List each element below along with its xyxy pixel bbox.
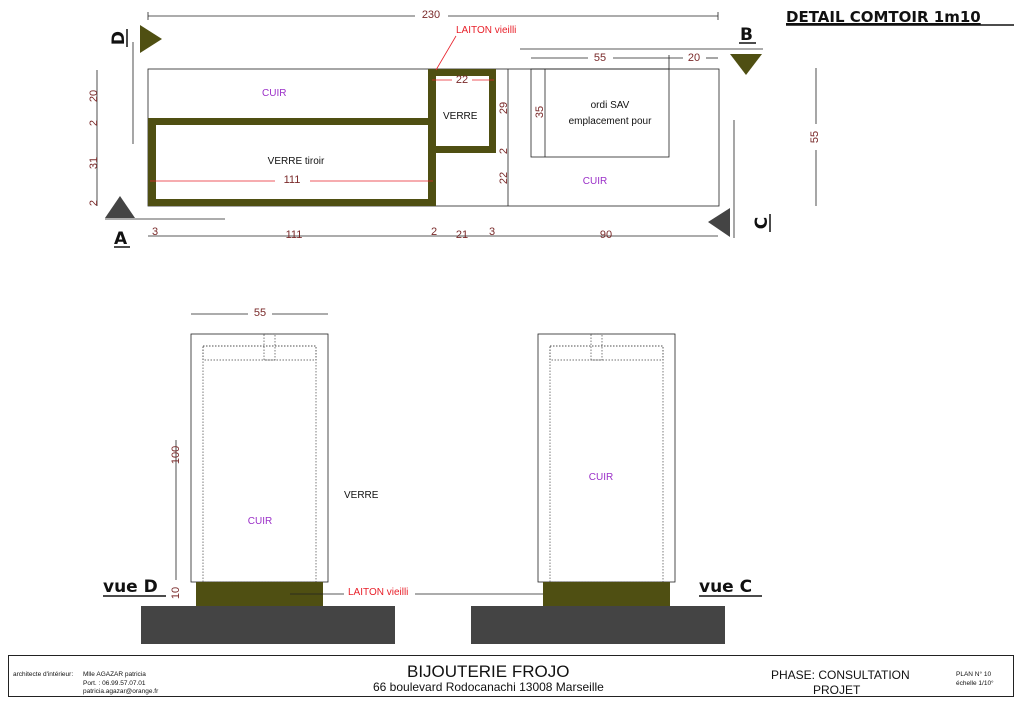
phase-value: PROJET: [813, 683, 861, 697]
svg-text:D: D: [109, 31, 129, 45]
dimension-55-20-top: 55 20: [520, 48, 763, 69]
svg-text:31: 31: [88, 157, 100, 169]
marker-d: D: [109, 25, 162, 144]
svg-text:100: 100: [170, 446, 182, 464]
label-verre-tiroir: VERRE tiroir: [268, 156, 325, 167]
svg-text:20: 20: [688, 52, 700, 64]
svg-text:35: 35: [534, 106, 546, 118]
verre-tiroir-frame: [148, 118, 435, 206]
label-cuir-d: CUIR: [248, 516, 272, 527]
svg-text:C: C: [752, 217, 772, 229]
dimension-230: 230: [147, 9, 719, 21]
label-emplacement: emplacement pour: [569, 116, 652, 127]
project-name: BIJOUTERIE FROJO: [407, 662, 570, 681]
label-verre-small: VERRE: [443, 111, 478, 122]
dimension-22-top: 22: [432, 74, 494, 86]
label-verre-d: VERRE: [344, 490, 379, 501]
dimension-55-right: 55: [809, 68, 821, 206]
svg-text:2: 2: [88, 120, 100, 126]
svg-text:230: 230: [422, 9, 440, 21]
svg-text:21: 21: [456, 229, 468, 241]
dimension-100-elev: 100 10: [170, 440, 182, 599]
plan-number: PLAN N° 10: [956, 671, 992, 678]
label-ordi-sav: ordi SAV: [591, 100, 630, 111]
svg-text:B: B: [740, 25, 753, 45]
verre-box-frame: [428, 69, 496, 153]
dimension-55-elev: 55: [191, 307, 328, 319]
elevation-d: [141, 333, 395, 644]
label-cuir-right: CUIR: [583, 176, 607, 187]
dimension-mid-stack: 29 2 22 35: [498, 102, 546, 184]
marker-a: A: [105, 196, 225, 249]
architect-email: patricia.agazar@orange.fr: [83, 688, 159, 695]
architect-name: Mlle AGAZAR patricia: [83, 671, 146, 678]
drawing-title: DETAIL COMTOIR 1m10: [786, 8, 981, 26]
svg-text:111: 111: [286, 229, 303, 241]
phase-label: PHASE: CONSULTATION: [771, 668, 910, 682]
label-laiton-elev: LAITON vieilli: [348, 587, 408, 598]
marker-c: C: [708, 120, 772, 238]
svg-text:55: 55: [809, 131, 821, 143]
label-vue-d: vue D: [103, 577, 158, 597]
svg-text:29: 29: [498, 102, 510, 114]
svg-text:2: 2: [88, 200, 100, 206]
elevation-c: [471, 333, 725, 644]
drawing-canvas: DETAIL COMTOIR 1m10 230 111 22 LAITON: [88, 8, 1014, 644]
svg-text:3: 3: [152, 226, 158, 238]
svg-text:20: 20: [88, 90, 100, 102]
ordi-box: [530, 68, 670, 158]
label-cuir-top: CUIR: [262, 88, 286, 99]
dimension-111-inner: 111: [150, 174, 433, 186]
svg-text:111: 111: [284, 174, 301, 186]
svg-text:90: 90: [600, 229, 612, 241]
label-cuir-c: CUIR: [589, 472, 613, 483]
marker-b: B: [730, 25, 762, 75]
dimension-left-stack: 20 2 31 2: [88, 70, 100, 206]
svg-text:2: 2: [431, 226, 437, 238]
label-laiton-top: LAITON vieilli: [456, 25, 516, 36]
svg-text:2: 2: [498, 148, 510, 154]
svg-text:55: 55: [594, 52, 606, 64]
svg-text:A: A: [114, 229, 128, 249]
svg-text:55: 55: [254, 307, 266, 319]
architect-phone: Port. : 06.99.57.07.01: [83, 680, 146, 687]
title-block: architecte d'intérieur: Mlle AGAZAR patr…: [8, 655, 1014, 697]
dimension-bottom-row: 3 111 2 21 3 90: [148, 226, 718, 241]
svg-text:22: 22: [456, 74, 468, 86]
brass-post: [428, 145, 436, 206]
label-vue-c: vue C: [699, 577, 752, 597]
architect-label: architecte d'intérieur:: [13, 671, 74, 678]
project-address: 66 boulevard Rodocanachi 13008 Marseille: [373, 680, 604, 694]
svg-text:22: 22: [498, 172, 510, 184]
svg-text:3: 3: [489, 226, 495, 238]
svg-text:10: 10: [170, 587, 182, 599]
plan-scale: échelle 1/10°: [956, 680, 994, 687]
